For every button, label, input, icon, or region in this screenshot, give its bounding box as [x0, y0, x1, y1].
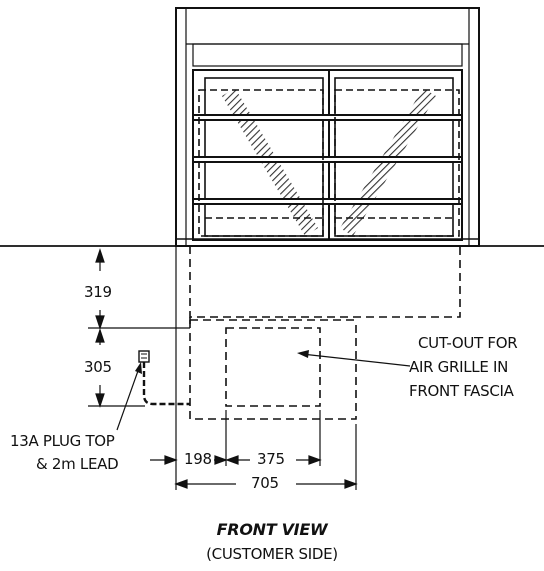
- plug-callout-line-1: 13A PLUG TOP: [10, 432, 115, 450]
- shelf-2: [192, 156, 463, 163]
- cutout-leader: [297, 350, 411, 367]
- base-unit-hidden-outline: [189, 246, 461, 420]
- air-grille-cutout: [225, 327, 321, 407]
- cabinet: [175, 7, 480, 247]
- cutout-callout-line-1: CUT-OUT FOR: [418, 334, 518, 352]
- shelf-1: [192, 114, 463, 121]
- right-tray: [334, 89, 460, 237]
- lead: [142, 362, 190, 406]
- shelves: [192, 114, 463, 205]
- dim-305-label: 305: [84, 358, 112, 376]
- left-tray: [198, 89, 324, 237]
- cutout-callout-line-2: AIR GRILLE IN: [409, 358, 509, 376]
- view-subtitle: (CUSTOMER SIDE): [206, 545, 338, 563]
- plug-and-lead: [116, 350, 190, 431]
- cabinet-canopy: [192, 43, 463, 67]
- cutout-callout-line-3: FRONT FASCIA: [409, 382, 514, 400]
- tray-outlines: [198, 89, 460, 237]
- plug-callout-line-2: & 2m LEAD: [36, 455, 119, 473]
- plug-leader: [116, 367, 140, 431]
- window-frame: [192, 69, 463, 241]
- dim-198-label: 198: [184, 450, 212, 468]
- shelf-3: [192, 198, 463, 205]
- horizontal-dimensions: [150, 246, 358, 490]
- display-window: [192, 69, 463, 241]
- dim-375-label: 375: [257, 450, 285, 468]
- plug-icon: [138, 350, 150, 363]
- dim-705-label: 705: [251, 474, 279, 492]
- view-title: FRONT VIEW: [216, 520, 328, 539]
- vertical-dimensions: [88, 248, 190, 408]
- dim-319-label: 319: [84, 283, 112, 301]
